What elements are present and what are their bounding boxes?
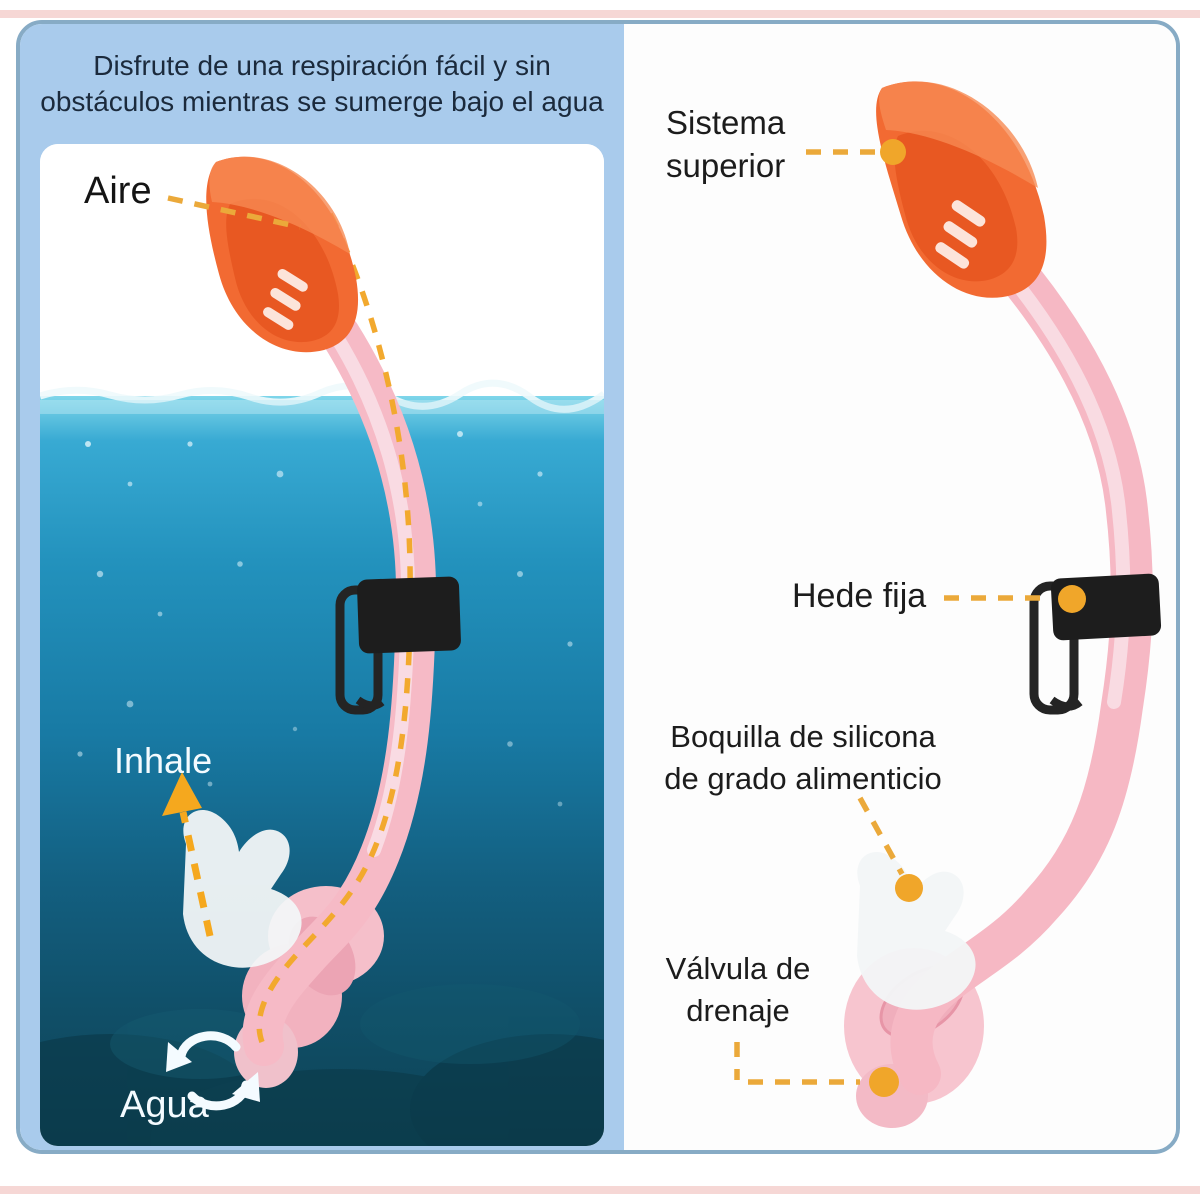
label-aire: Aire <box>84 170 152 212</box>
clip-band-left <box>357 576 461 654</box>
label-boquilla: Boquilla de silicona de grado alimentici… <box>636 716 970 800</box>
label-sistema-superior: Sistema superior <box>666 102 785 188</box>
label-inhale: Inhale <box>114 740 213 781</box>
label-boquilla-line2: de grado alimenticio <box>664 760 942 796</box>
airflow-dashed-line <box>256 212 413 1043</box>
header-line-1: Disfrute de una respiración fácil y sin <box>93 50 551 81</box>
header-caption: Disfrute de una respiración fácil y sin … <box>26 48 618 121</box>
clip-band-right <box>1050 573 1162 641</box>
label-valvula: Válvula de drenaje <box>650 948 826 1032</box>
mouthpiece-right <box>857 851 976 1010</box>
waterline-froth <box>40 379 604 413</box>
left-panel: Disfrute de una respiración fácil y sin … <box>20 24 624 1150</box>
label-hede-fija: Hede fija <box>792 577 927 615</box>
splash-guard-right <box>876 81 1047 298</box>
content-frame: Disfrute de una respiración fácil y sin … <box>16 20 1180 1154</box>
mouthpiece-left <box>183 809 302 968</box>
header-line-2: obstáculos mientras se sumerge bajo el a… <box>40 86 604 118</box>
label-agua: Agua <box>120 1084 209 1126</box>
inhale-arrow-icon <box>162 772 214 937</box>
snorkel-illustration-right <box>844 81 1162 1128</box>
label-valvula-line1: Válvula de <box>665 951 811 986</box>
water-swirl-icon <box>166 1031 260 1111</box>
waterline-band <box>40 400 604 414</box>
label-sistema-line1: Sistema <box>666 104 786 141</box>
underwater-scene-illustration <box>40 144 604 1146</box>
top-pink-strip <box>0 10 1200 18</box>
label-sistema-line2: superior <box>666 146 786 184</box>
underwater-scene <box>40 144 604 1146</box>
label-boquilla-line1: Boquilla de silicona <box>670 719 936 754</box>
label-valvula-line2: drenaje <box>686 992 790 1028</box>
bottom-pink-strip <box>0 1186 1200 1194</box>
